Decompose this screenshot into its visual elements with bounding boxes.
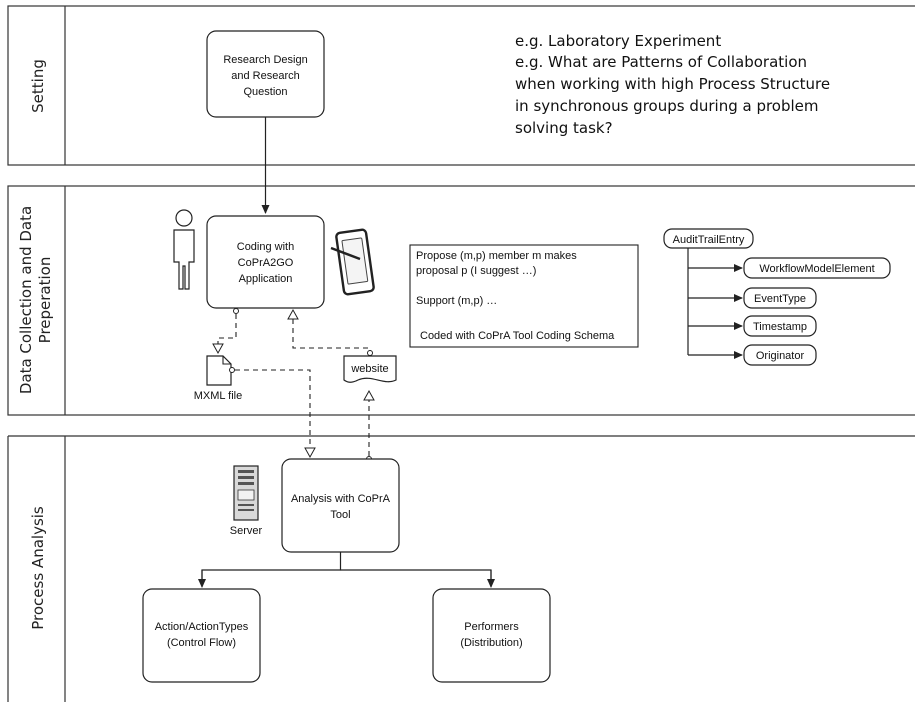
setting-examples: e.g. Laboratory Experiment e.g. What are… — [515, 32, 830, 137]
coding-note-line-3: Support (m,p) … — [416, 295, 497, 307]
lane-data-collection-label-2: Preperation — [36, 257, 54, 344]
action-box-line-2: (Control Flow) — [167, 637, 236, 649]
research-box-line-3: Question — [243, 86, 287, 98]
example-line-4: in synchronous groups during a problem — [515, 97, 819, 115]
lane-setting-label: Setting — [29, 59, 47, 113]
audit-child-label-4: Originator — [756, 350, 805, 362]
website-label: website — [350, 363, 388, 375]
action-types-box: Action/ActionTypes (Control Flow) — [142, 588, 261, 683]
audit-child-label-3: Timestamp — [753, 321, 807, 333]
audit-child-label-2: EventType — [754, 293, 806, 305]
example-line-3: when working with high Process Structure — [515, 75, 830, 93]
coding-box: Coding with CoPrA2GO Application — [206, 215, 325, 309]
performers-box-line-2: (Distribution) — [460, 637, 522, 649]
mxml-file-icon — [206, 355, 235, 386]
lane-data-collection-label: Data Collection and Data — [17, 206, 35, 394]
audit-tree: AuditTrailEntry WorkflowModelElement Eve… — [663, 228, 891, 366]
coding-to-mxml-flow — [212, 314, 237, 355]
server-icon — [233, 465, 259, 521]
coding-out-port — [233, 308, 239, 314]
coding-box-line-3: Application — [239, 273, 293, 285]
lane-setting: Setting — [7, 5, 915, 166]
action-box-line-1: Action/ActionTypes — [155, 621, 249, 633]
audit-root-node — [663, 228, 754, 249]
audit-child-node-3 — [743, 315, 817, 337]
analysis-branch-connector-right — [340, 569, 492, 584]
lane-process-analysis-label: Process Analysis — [29, 506, 47, 630]
example-line-1: e.g. Laboratory Experiment — [515, 32, 721, 50]
analysis-box-line-2: Tool — [330, 509, 350, 521]
performers-box: Performers (Distribution) — [432, 588, 551, 683]
analysis-box-line-1: Analysis with CoPrA — [291, 493, 391, 505]
example-line-5: solving task? — [515, 119, 613, 137]
analysis-box: Analysis with CoPrA Tool — [281, 458, 400, 553]
research-box-line-2: and Research — [231, 70, 300, 82]
research-design-box: Research Design and Research Question — [206, 30, 325, 118]
lane-process-analysis: Process Analysis — [7, 435, 915, 702]
research-box-line-1: Research Design — [223, 54, 307, 66]
website-document: website — [343, 355, 397, 383]
audit-child-label-1: WorkflowModelElement — [759, 263, 874, 275]
coding-box-line-1: Coding with — [237, 241, 294, 253]
example-line-2: e.g. What are Patterns of Collaboration — [515, 53, 807, 71]
audit-root-label: AuditTrailEntry — [673, 234, 745, 246]
performers-box-line-1: Performers — [464, 621, 519, 633]
server-label: Server — [230, 525, 263, 537]
audit-child-node-4 — [743, 344, 817, 366]
coding-note-line-4: Coded with CoPrA Tool Coding Schema — [420, 330, 615, 342]
website-out-port — [367, 350, 373, 356]
coding-note-line-2: proposal p (I suggest …) — [416, 265, 536, 277]
mxml-to-analysis-flow — [235, 369, 316, 459]
mxml-file-label: MXML file — [194, 390, 243, 402]
coding-box-line-2: CoPrA2GO — [238, 257, 294, 269]
audit-child-node-1 — [743, 257, 891, 279]
person-icon — [173, 209, 195, 290]
analysis-branch-connector — [201, 552, 342, 583]
audit-child-node-2 — [743, 287, 817, 309]
coding-note-line-1: Propose (m,p) member m makes — [416, 250, 577, 262]
tablet-icon — [330, 228, 375, 296]
coding-note: Propose (m,p) member m makes proposal p … — [409, 244, 639, 348]
